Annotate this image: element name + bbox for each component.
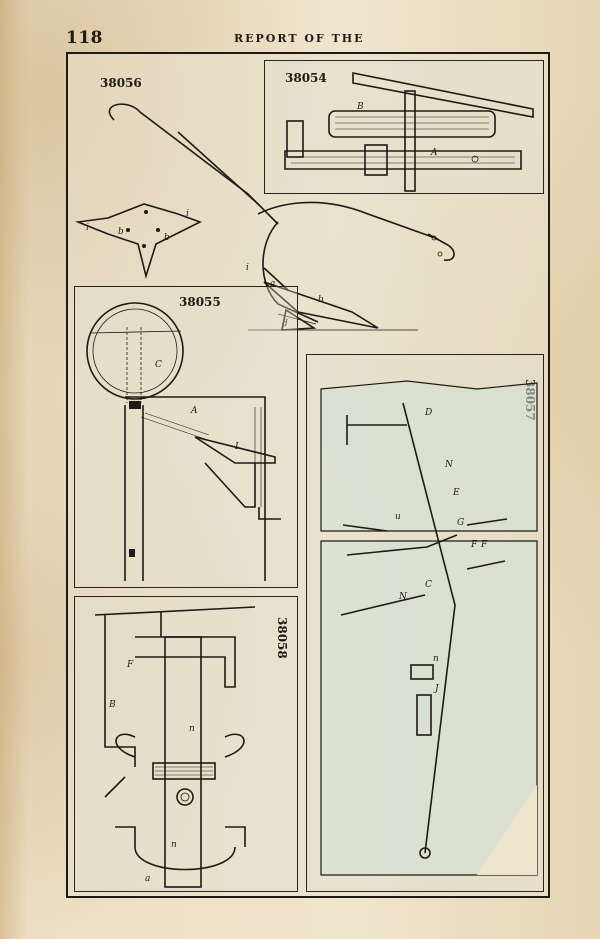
- svg-text:b: b: [118, 227, 124, 237]
- svg-text:u: u: [395, 512, 401, 522]
- svg-text:N: N: [398, 592, 408, 602]
- svg-text:J: J: [433, 684, 440, 694]
- svg-text:F: F: [480, 540, 488, 550]
- svg-text:n: n: [433, 654, 439, 664]
- svg-text:i: i: [86, 223, 89, 233]
- svg-text:a: a: [145, 874, 150, 884]
- svg-text:a: a: [270, 279, 275, 289]
- plow-drawing: i a b d i b b i: [74, 103, 455, 331]
- svg-text:d: d: [282, 319, 288, 329]
- figure-38058-panel: 38058 F B n n a: [74, 596, 298, 892]
- svg-text:B: B: [108, 700, 116, 710]
- patent-number-38056: 38056: [100, 76, 142, 90]
- svg-text:C: C: [425, 580, 432, 590]
- svg-text:b: b: [318, 295, 324, 305]
- frame-drawing: F B n n a: [94, 606, 256, 888]
- cultivator-drawing: D N E G C N J F F n u: [320, 380, 538, 876]
- svg-text:i: i: [246, 263, 249, 273]
- patent-number-38055: 38055: [179, 295, 221, 309]
- patent-plate: 38056 i a b d: [66, 52, 550, 898]
- press-drawing: B A: [284, 72, 534, 192]
- svg-text:N: N: [444, 460, 454, 470]
- svg-text:C: C: [155, 360, 162, 370]
- svg-text:F: F: [470, 540, 478, 550]
- patent-number-38054: 38054: [285, 71, 327, 85]
- figure-38057-panel: 38057 D N E G C N J F: [306, 354, 544, 892]
- svg-text:B: B: [356, 102, 364, 112]
- svg-text:F: F: [126, 660, 134, 670]
- svg-text:n: n: [171, 840, 177, 850]
- running-head: REPORT OF THE: [234, 32, 365, 45]
- svg-text:E: E: [452, 488, 460, 498]
- svg-text:b: b: [164, 233, 170, 243]
- svg-text:G: G: [457, 518, 464, 528]
- tank-drawing: C A I: [86, 302, 281, 581]
- svg-text:i: i: [186, 209, 189, 219]
- figure-38054-panel: 38054 B A: [264, 60, 544, 194]
- page-number: 118: [66, 28, 103, 48]
- svg-text:n: n: [189, 724, 195, 734]
- svg-text:D: D: [424, 408, 432, 418]
- svg-text:A: A: [190, 406, 198, 416]
- svg-text:I: I: [234, 442, 239, 452]
- figure-38055-panel: 38055 C A I: [74, 286, 298, 588]
- svg-text:A: A: [430, 148, 438, 158]
